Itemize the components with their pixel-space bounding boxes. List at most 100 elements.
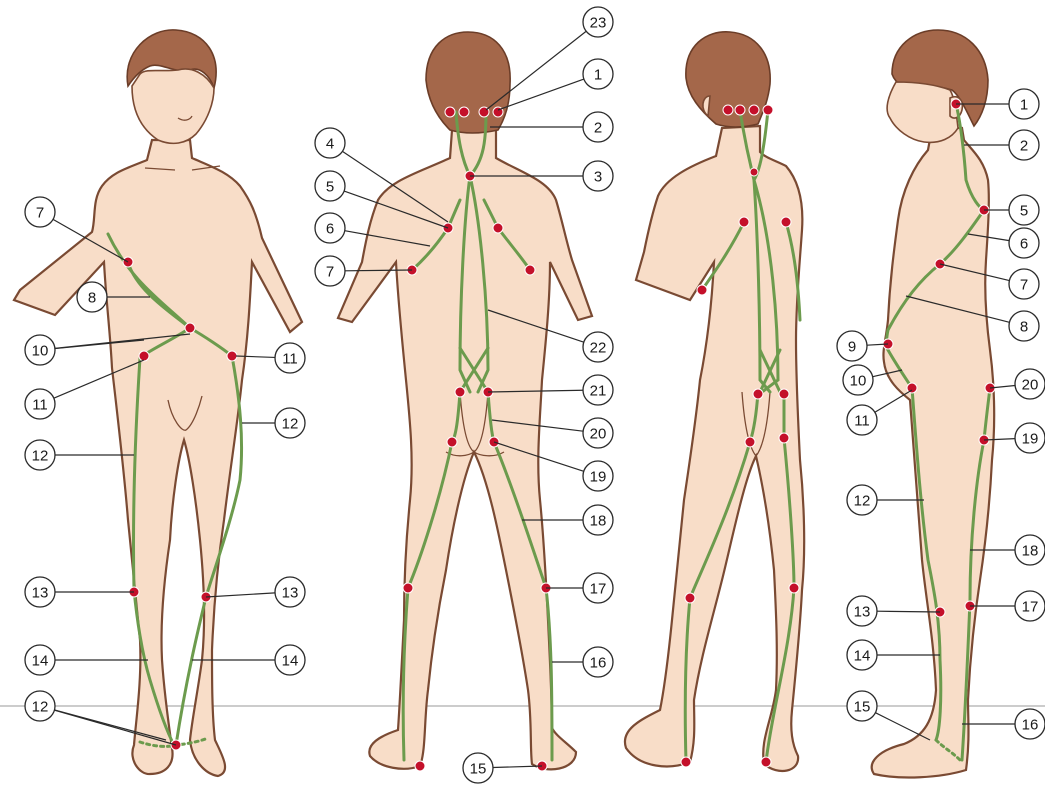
callout-14: 14 (847, 640, 940, 670)
acupoint (745, 437, 755, 447)
callout-number: 19 (1022, 431, 1039, 448)
callout-number: 18 (1022, 543, 1039, 560)
callout-number: 8 (1020, 319, 1028, 336)
callout-number: 12 (854, 493, 871, 510)
callout-number: 20 (1022, 377, 1039, 394)
callout-number: 12 (32, 699, 49, 716)
callout-number: 21 (590, 383, 607, 400)
acupoint (723, 105, 733, 115)
callout-number: 7 (326, 264, 334, 281)
callout-12: 12 (25, 440, 134, 470)
callout-17: 17 (546, 573, 613, 603)
front-face (132, 69, 214, 143)
leader-line (345, 270, 412, 271)
callout-number: 15 (854, 699, 871, 716)
acupoint (697, 285, 707, 295)
callout-number: 14 (854, 648, 871, 665)
back-hair (426, 32, 510, 133)
callout-number: 16 (590, 655, 607, 672)
callout-13: 13 (206, 577, 305, 607)
acupoint (455, 387, 465, 397)
callout-number: 7 (36, 205, 44, 222)
acupoint (761, 757, 771, 767)
side-face (887, 82, 958, 142)
leader-line (875, 390, 912, 412)
callout-number: 17 (590, 581, 607, 598)
callout-number: 18 (590, 513, 607, 530)
callout-number: 12 (282, 416, 299, 433)
callout-12: 12 (242, 408, 305, 438)
callout-number: 19 (590, 469, 607, 486)
acupoint (739, 217, 749, 227)
acupoint (753, 389, 763, 399)
callout-5: 5 (984, 195, 1039, 225)
callout-number: 5 (1020, 203, 1028, 220)
callout-number: 11 (854, 413, 870, 430)
callout-number: 10 (32, 343, 49, 360)
callout-13: 13 (25, 577, 134, 607)
callout-number: 13 (32, 585, 49, 602)
acupoint (779, 389, 789, 399)
callout-12: 12 (847, 485, 924, 515)
callout-number: 7 (1020, 277, 1028, 294)
callout-16: 16 (552, 647, 613, 677)
callout-1: 1 (498, 59, 613, 110)
acupoint (789, 583, 799, 593)
callout-number: 11 (32, 397, 48, 414)
callout-number: 11 (282, 351, 298, 368)
callout-16: 16 (962, 709, 1045, 739)
side-body-silhouette (872, 128, 994, 777)
leader-line (493, 766, 542, 768)
callout-number: 2 (594, 120, 602, 137)
callout-2: 2 (490, 112, 613, 142)
callout-11: 11 (847, 390, 912, 435)
acupoint (493, 223, 503, 233)
acupoint (459, 107, 469, 117)
callout-17: 17 (970, 591, 1045, 621)
callout-number: 16 (1022, 717, 1039, 734)
callout-number: 13 (854, 604, 871, 621)
figure-front-view (14, 30, 302, 776)
acupoint (403, 583, 413, 593)
acupoint (763, 105, 773, 115)
acupoint (781, 217, 791, 227)
callout-number: 3 (594, 169, 602, 186)
callout-number: 6 (326, 221, 334, 238)
callout-15: 15 (463, 753, 542, 783)
callout-number: 1 (1020, 97, 1028, 114)
acupoint (227, 351, 237, 361)
callout-9: 9 (837, 331, 888, 361)
acupoint (415, 761, 425, 771)
acupoint (447, 437, 457, 447)
figure-back-turned-view (625, 32, 804, 771)
acupoint (685, 593, 695, 603)
callout-number: 14 (282, 653, 299, 670)
callout-number: 20 (590, 426, 607, 443)
callout-number: 12 (32, 448, 49, 465)
acupoint (681, 757, 691, 767)
callout-14: 14 (25, 645, 148, 675)
callout-number: 17 (1022, 599, 1039, 616)
callout-20: 20 (990, 369, 1045, 399)
acupoint (750, 168, 758, 176)
callout-number: 23 (590, 15, 607, 32)
acupoint (735, 105, 745, 115)
acupoint (139, 351, 149, 361)
acupoint (185, 323, 195, 333)
turned-body-silhouette (625, 126, 804, 771)
callout-number: 13 (282, 585, 299, 602)
callout-number: 15 (470, 761, 487, 778)
callout-number: 2 (1020, 138, 1028, 155)
callout-number: 10 (850, 373, 867, 390)
acupoint (525, 265, 535, 275)
callout-15: 15 (847, 691, 930, 740)
callout-number: 1 (594, 67, 602, 84)
callout-number: 4 (326, 136, 334, 153)
figure-back-view (338, 32, 592, 771)
front-body-silhouette (14, 140, 302, 776)
callout-number: 9 (848, 339, 856, 356)
callout-number: 8 (88, 290, 96, 307)
leader-line (498, 79, 584, 110)
